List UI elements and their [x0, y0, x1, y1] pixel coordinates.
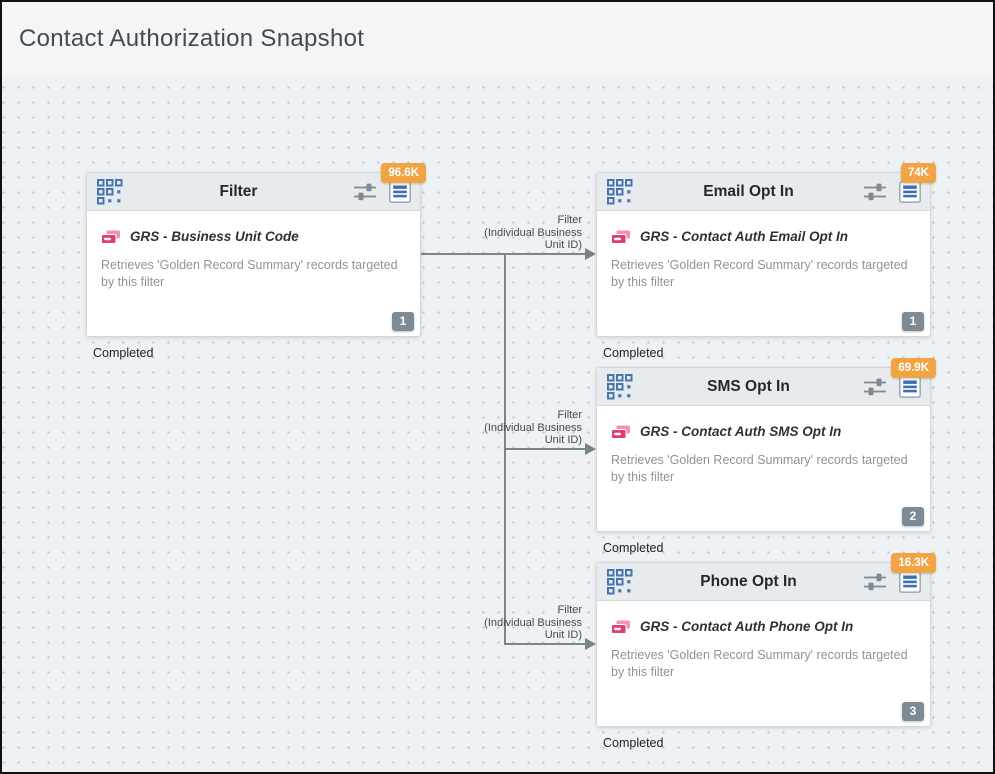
connector-label: Filter (Individual Business Unit ID)	[484, 409, 582, 446]
node-source: GRS - Contact Auth SMS Opt In	[640, 424, 842, 439]
node-source: GRS - Contact Auth Phone Opt In	[640, 619, 854, 634]
grid-handle-icon[interactable]	[606, 373, 633, 400]
connector-arrow-icon	[585, 638, 596, 650]
log-list-icon[interactable]	[899, 180, 921, 203]
node-email-opt-in[interactable]: Email Opt In GRS - Contact Auth Email Op…	[596, 163, 936, 360]
node-header: Filter	[87, 173, 420, 211]
node-source: GRS - Business Unit Code	[130, 229, 299, 244]
connector-line	[504, 643, 585, 645]
node-status: Completed	[603, 736, 664, 750]
order-badge: 1	[902, 312, 924, 331]
node-body: GRS - Contact Auth Email Opt In Retrieve…	[597, 211, 930, 337]
node-source: GRS - Contact Auth Email Opt In	[640, 229, 848, 244]
order-badge: 1	[392, 312, 414, 331]
records-icon	[611, 424, 631, 439]
node-description: Retrieves 'Golden Record Summary' record…	[611, 258, 908, 289]
node-header: SMS Opt In	[597, 368, 930, 406]
node-body: GRS - Contact Auth Phone Opt In Retrieve…	[597, 601, 930, 727]
record-count-badge[interactable]: 96.6K	[381, 163, 426, 183]
grid-handle-icon[interactable]	[606, 568, 633, 595]
node-card[interactable]: Phone Opt In GRS - Contact Auth Phone Op…	[596, 562, 931, 727]
workflow-canvas[interactable]: Filter (Individual Business Unit ID) Fil…	[2, 76, 993, 772]
grid-handle-icon[interactable]	[96, 178, 123, 205]
node-description: Retrieves 'Golden Record Summary' record…	[611, 648, 908, 679]
node-description: Retrieves 'Golden Record Summary' record…	[611, 453, 908, 484]
node-body: GRS - Business Unit Code Retrieves 'Gold…	[87, 211, 420, 337]
records-icon	[611, 619, 631, 634]
record-count-badge[interactable]: 69.9K	[891, 358, 936, 378]
connector-arrow-icon	[585, 248, 596, 260]
node-header: Email Opt In	[597, 173, 930, 211]
node-status: Completed	[93, 346, 154, 360]
node-title: Phone Opt In	[700, 572, 797, 590]
settings-sliders-icon[interactable]	[864, 182, 886, 202]
record-count-badge[interactable]: 16.3K	[891, 553, 936, 573]
connector-line	[504, 448, 585, 450]
node-card[interactable]: Email Opt In GRS - Contact Auth Email Op…	[596, 172, 931, 337]
settings-sliders-icon[interactable]	[864, 572, 886, 592]
grid-handle-icon[interactable]	[606, 178, 633, 205]
records-icon	[611, 229, 631, 244]
node-title: SMS Opt In	[707, 377, 790, 395]
order-badge: 3	[902, 702, 924, 721]
node-card[interactable]: Filter GRS - Business Unit Code Retrieve…	[86, 172, 421, 337]
node-filter[interactable]: Filter GRS - Business Unit Code Retrieve…	[86, 163, 426, 360]
connector-arrow-icon	[585, 443, 596, 455]
connector-label: Filter (Individual Business Unit ID)	[484, 604, 582, 641]
page-title: Contact Authorization Snapshot	[19, 25, 365, 52]
node-phone-opt-in[interactable]: Phone Opt In GRS - Contact Auth Phone Op…	[596, 553, 936, 750]
settings-sliders-icon[interactable]	[354, 182, 376, 202]
node-header: Phone Opt In	[597, 563, 930, 601]
node-sms-opt-in[interactable]: SMS Opt In GRS - Contact Auth SMS Opt In…	[596, 358, 936, 555]
node-body: GRS - Contact Auth SMS Opt In Retrieves …	[597, 406, 930, 532]
page-header: Contact Authorization Snapshot	[2, 2, 993, 76]
node-status: Completed	[603, 346, 664, 360]
node-card[interactable]: SMS Opt In GRS - Contact Auth SMS Opt In…	[596, 367, 931, 532]
records-icon	[101, 229, 121, 244]
log-list-icon[interactable]	[389, 180, 411, 203]
connector-label: Filter (Individual Business Unit ID)	[484, 214, 582, 251]
log-list-icon[interactable]	[899, 375, 921, 398]
node-title: Filter	[219, 182, 258, 200]
log-list-icon[interactable]	[899, 570, 921, 593]
record-count-badge[interactable]: 74K	[900, 163, 936, 183]
order-badge: 2	[902, 507, 924, 526]
connector-line	[421, 253, 585, 255]
node-title: Email Opt In	[703, 182, 794, 200]
node-description: Retrieves 'Golden Record Summary' record…	[101, 258, 398, 289]
node-status: Completed	[603, 541, 664, 555]
settings-sliders-icon[interactable]	[864, 377, 886, 397]
